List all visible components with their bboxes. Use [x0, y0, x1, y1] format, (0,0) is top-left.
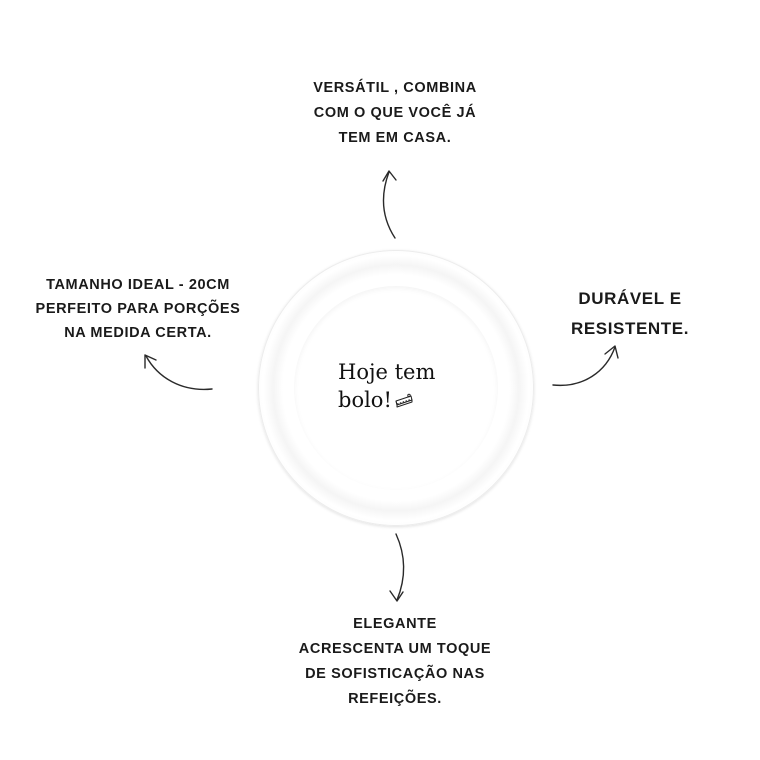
caption-line: RESISTENTE.: [570, 319, 690, 338]
caption-line: COM O QUE VOCÊ JÁ: [313, 105, 477, 121]
caption-line: ACRESCENTA UM TOQUE: [298, 641, 492, 657]
caption-line: REFEIÇÕES.: [348, 691, 442, 707]
caption-line: ELEGANTE: [353, 616, 437, 632]
plate-text-line2-wrap: bolo!: [338, 386, 478, 414]
arrow-up-icon: [382, 170, 397, 239]
caption-line: VERSÁTIL , COMBINA: [313, 80, 477, 96]
plate-text-line1: Hoje tem: [338, 360, 436, 384]
plate-image: Hoje tem bolo!: [258, 250, 534, 526]
caption-versatile: VERSÁTIL , COMBINA COM O QUE VOCÊ JÁ TEM…: [280, 76, 510, 151]
caption-size: TAMANHO IDEAL - 20CM PERFEITO PARA PORÇÕ…: [18, 273, 258, 345]
plate-text-line2: bolo!: [338, 388, 392, 412]
plate-print: Hoje tem bolo!: [338, 358, 478, 414]
caption-line: NA MEDIDA CERTA.: [64, 325, 212, 341]
caption-line: DURÁVEL E: [578, 289, 682, 308]
caption-elegant: ELEGANTE ACRESCENTA UM TOQUE DE SOFISTIC…: [250, 612, 540, 712]
cake-slice-icon: [395, 393, 413, 408]
caption-line: PERFEITO PARA PORÇÕES: [35, 301, 241, 317]
arrow-down-icon: [389, 533, 405, 602]
caption-line: DE SOFISTICAÇÃO NAS: [305, 666, 485, 682]
arrow-right-icon: [552, 345, 619, 387]
caption-line: TAMANHO IDEAL - 20CM: [46, 277, 230, 293]
arrow-left-icon: [144, 354, 213, 391]
caption-durable: DURÁVEL E RESISTENTE.: [540, 284, 720, 344]
caption-line: TEM EM CASA.: [338, 130, 452, 146]
